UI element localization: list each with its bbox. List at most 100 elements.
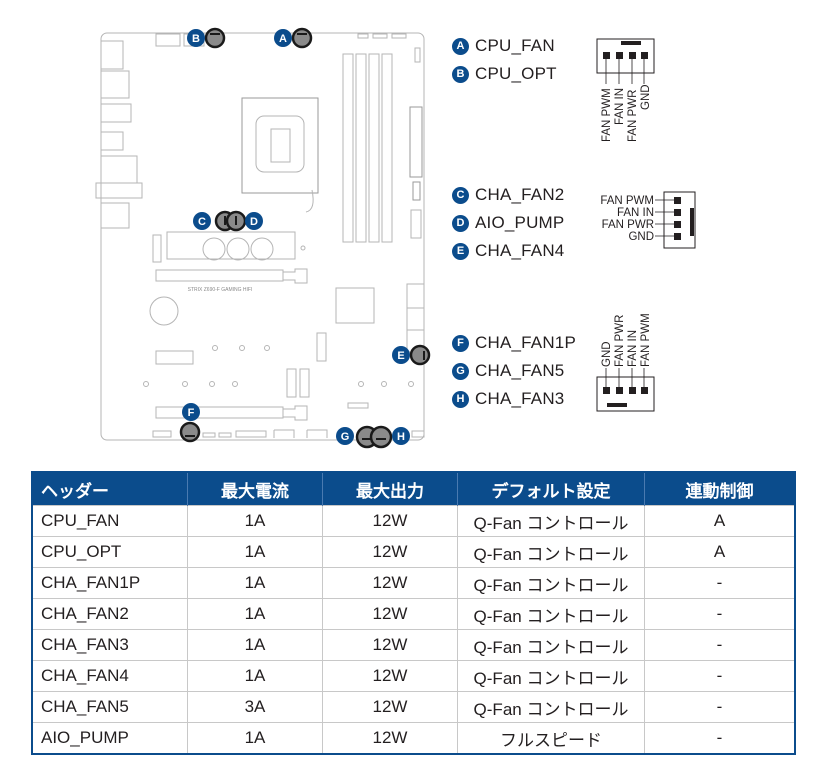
legend-label: CHA_FAN4 — [475, 241, 565, 260]
legend-item-aio-pump: D AIO_PUMP — [452, 212, 564, 234]
column-header-max-current: 最大電流 — [187, 472, 323, 506]
cell-max-current: 1A — [187, 505, 323, 537]
onboard-chip — [155, 350, 194, 365]
bottom-headers — [152, 429, 425, 438]
cell-max-current: 1A — [187, 629, 323, 661]
pin-label: FAN PWR — [602, 219, 654, 231]
cell-header: CHA_FAN2 — [32, 598, 188, 630]
dimm-slots — [342, 53, 393, 243]
motherboard-outline — [100, 32, 425, 441]
marker-badge-f: F — [182, 403, 200, 421]
cell-max-current: 1A — [187, 598, 323, 630]
legend-item-cpu-fan: A CPU_FAN — [452, 35, 555, 57]
cell-max-current: 1A — [187, 722, 323, 754]
cell-max-power: 12W — [322, 691, 458, 723]
legend-item-cpu-opt: B CPU_OPT — [452, 63, 557, 85]
marker-badge-icon: F — [452, 334, 469, 352]
legend-label: CPU_FAN — [475, 36, 555, 55]
pin-label: FAN IN — [614, 88, 626, 125]
cell-header: CPU_OPT — [32, 536, 188, 568]
cell-default-setting: Q-Fan コントロール — [457, 505, 645, 537]
legend-item-cha-fan4: E CHA_FAN4 — [452, 240, 564, 262]
legend-label: CPU_OPT — [475, 64, 557, 83]
marker-badge-icon: B — [452, 65, 469, 83]
marker-badge-c: C — [193, 212, 211, 230]
marker-badge-b: B — [187, 29, 205, 47]
cell-default-setting: フルスピード — [457, 722, 645, 754]
cell-header: CHA_FAN1P — [32, 567, 188, 599]
pinout-diagram-cha-aio: FAN PWM FAN IN FAN PWR GND — [600, 191, 696, 249]
cell-max-current: 1A — [187, 660, 323, 692]
pin-label: FAN PWM — [601, 88, 613, 142]
pin-label: FAN PWR — [627, 90, 639, 142]
column-header-header: ヘッダー — [32, 472, 188, 506]
marker-badge-icon: C — [452, 186, 469, 204]
cell-default-setting: Q-Fan コントロール — [457, 567, 645, 599]
header-ring-cha-fan1p[interactable] — [179, 421, 201, 443]
header-ring-cpu-opt[interactable] — [204, 27, 226, 49]
pin-label: FAN PWM — [640, 313, 652, 367]
pin-label: GND — [640, 84, 652, 110]
header-ring-cha-fan3[interactable] — [369, 425, 393, 449]
m2-heatsink — [152, 231, 306, 263]
cmos-battery — [149, 296, 179, 326]
m2-connector-3 — [299, 368, 310, 398]
marker-badge-icon: H — [452, 390, 469, 408]
cell-default-setting: Q-Fan コントロール — [457, 598, 645, 630]
column-header-max-power: 最大出力 — [322, 472, 458, 506]
cell-linked-control: - — [644, 722, 795, 754]
pinout-diagram-cha-bottom: GND FAN PWR FAN IN FAN PWM — [596, 313, 655, 412]
board-model-label: STRIX Z690-F GAMING HIFI — [188, 287, 253, 293]
cell-max-power: 12W — [322, 598, 458, 630]
legend-item-cha-fan1p: F CHA_FAN1P — [452, 332, 576, 354]
svg-text:G: G — [341, 431, 350, 443]
cell-default-setting: Q-Fan コントロール — [457, 660, 645, 692]
cell-linked-control: A — [644, 536, 795, 568]
cell-header: CHA_FAN3 — [32, 629, 188, 661]
pin-label: GND — [601, 341, 613, 367]
marker-badge-h: H — [392, 427, 410, 445]
marker-badge-a: A — [274, 29, 292, 47]
pinout-diagram-cpu: FAN PWM FAN IN FAN PWR GND — [596, 38, 655, 142]
header-ring-cpu-fan[interactable] — [291, 27, 313, 49]
atx-power-connector — [409, 106, 423, 178]
svg-text:H: H — [397, 431, 405, 443]
cell-max-power: 12W — [322, 660, 458, 692]
column-header-default-setting: デフォルト設定 — [457, 472, 645, 506]
cell-header: CHA_FAN5 — [32, 691, 188, 723]
cell-max-current: 3A — [187, 691, 323, 723]
mounting-holes — [143, 345, 414, 387]
pin-label: FAN IN — [627, 330, 639, 367]
legend-item-cha-fan5: G CHA_FAN5 — [452, 360, 564, 382]
top-small-headers — [357, 33, 421, 63]
header-ring-aio-pump[interactable] — [225, 210, 247, 232]
column-header-linked-control: 連動制御 — [644, 472, 795, 506]
pin-label: FAN PWR — [614, 315, 626, 367]
legend-label: AIO_PUMP — [475, 213, 565, 232]
svg-text:C: C — [198, 216, 206, 228]
cell-linked-control: - — [644, 629, 795, 661]
cpu-socket — [241, 97, 319, 213]
marker-badge-icon: G — [452, 362, 469, 380]
m2-connector-2 — [286, 368, 297, 398]
marker-badge-icon: E — [452, 242, 469, 260]
cell-max-power: 12W — [322, 505, 458, 537]
cell-header: AIO_PUMP — [32, 722, 188, 754]
marker-badge-d: D — [245, 212, 263, 230]
m2-connector — [316, 332, 327, 362]
rear-io — [95, 40, 143, 229]
header-ring-cha-fan4[interactable] — [409, 344, 431, 366]
cell-linked-control: - — [644, 691, 795, 723]
legend-item-cha-fan2: C CHA_FAN2 — [452, 184, 564, 206]
small-header — [347, 402, 369, 409]
legend-item-cha-fan3: H CHA_FAN3 — [452, 388, 564, 410]
marker-badge-g: G — [336, 427, 354, 445]
